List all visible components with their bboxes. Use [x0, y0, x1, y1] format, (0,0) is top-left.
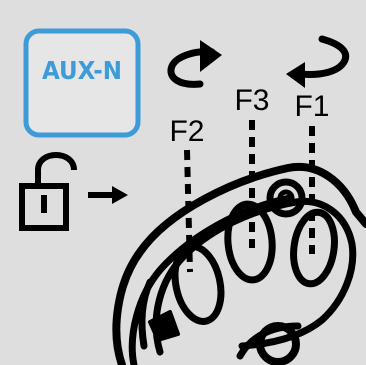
aux-n-badge: AUX-N	[23, 28, 141, 138]
finger-guide-lines	[184, 120, 315, 273]
f2-guide-line	[184, 149, 193, 273]
hand-controller-icon	[112, 162, 366, 365]
rotate-clockwise-icon	[286, 35, 350, 88]
rotate-counterclockwise-icon	[167, 40, 222, 88]
right-arrow-icon	[88, 186, 128, 204]
f3-label: F3	[234, 84, 269, 117]
unlock-padlock-icon	[19, 152, 77, 231]
f2-label: F2	[169, 115, 204, 148]
aux-n-label: AUX-N	[42, 56, 122, 85]
f1-label: F1	[294, 90, 329, 123]
